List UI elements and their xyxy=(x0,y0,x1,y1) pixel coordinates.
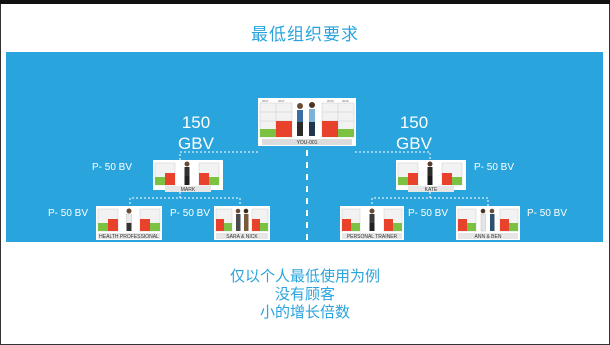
person-icon xyxy=(427,161,433,185)
right-gbv-unit: GBV xyxy=(396,134,432,153)
caption-line-2: 没有顾客 xyxy=(274,286,335,303)
connector-mark-left xyxy=(129,188,181,208)
root-mini-label: 2016 xyxy=(342,99,349,103)
health-professional-bv-label: P- 50 BV xyxy=(48,208,89,219)
node-name-labels: YOU-001 MARK KATE HEALTH PROFESSIONAL SA… xyxy=(99,140,502,240)
left-gbv: 150 GBV xyxy=(166,112,226,154)
right-gbv: 150 GBV xyxy=(384,112,444,154)
personal-trainer-bv-label: P- 50 BV xyxy=(408,208,449,219)
right-gbv-value: 150 xyxy=(399,113,429,132)
top-bar xyxy=(0,0,610,4)
kate-label: KATE xyxy=(425,187,438,193)
people-icon xyxy=(480,208,495,232)
person-icon xyxy=(126,208,132,231)
caption-line-1: 仅以个人最低使用为例 xyxy=(229,268,380,285)
root-mini-label: 2016 xyxy=(327,99,334,103)
kate-bv-label: P- 50 BV xyxy=(474,162,515,173)
mark-node xyxy=(153,160,223,190)
root-mini-label: 2017 xyxy=(278,99,285,103)
connector-root-right xyxy=(355,151,431,162)
connector-lines xyxy=(129,151,489,208)
person-icon xyxy=(184,161,190,185)
caption-line-3: 小的增长倍数 xyxy=(259,304,350,321)
connector-kate-right xyxy=(430,197,489,208)
sara-nick-bv-label: P- 50 BV xyxy=(170,208,211,219)
label-strips xyxy=(98,186,518,239)
kate-node xyxy=(396,160,466,190)
ann-ben-bv-label: P- 50 BV xyxy=(527,208,568,219)
page-title: 最低组织要求 xyxy=(251,25,359,44)
ann-ben-label: ANN & BEN xyxy=(475,234,502,240)
people-icon xyxy=(297,102,315,136)
mark-label: MARK xyxy=(181,187,196,193)
people-icon xyxy=(235,208,249,231)
connector-kate-left xyxy=(371,188,431,208)
mark-bv-label: P- 50 BV xyxy=(92,162,133,173)
connector-mark-right xyxy=(180,197,241,208)
root-mini-labels: 2017 2017 2016 2016 xyxy=(262,99,349,103)
root-mini-label: 2017 xyxy=(262,99,269,103)
root-grid-left xyxy=(259,102,293,138)
left-gbv-value: 150 xyxy=(181,113,211,132)
root-node xyxy=(258,98,356,146)
left-gbv-unit: GBV xyxy=(178,134,214,153)
root-label: YOU-001 xyxy=(297,140,318,146)
personal-trainer-label: PERSONAL TRAINER xyxy=(347,234,398,240)
person-icon xyxy=(369,208,375,231)
connector-root-left xyxy=(179,151,258,162)
health-professional-label: HEALTH PROFESSIONAL xyxy=(99,234,159,240)
sara-nick-label: SARA & NICK xyxy=(226,234,258,240)
root-grid-right xyxy=(321,102,355,138)
